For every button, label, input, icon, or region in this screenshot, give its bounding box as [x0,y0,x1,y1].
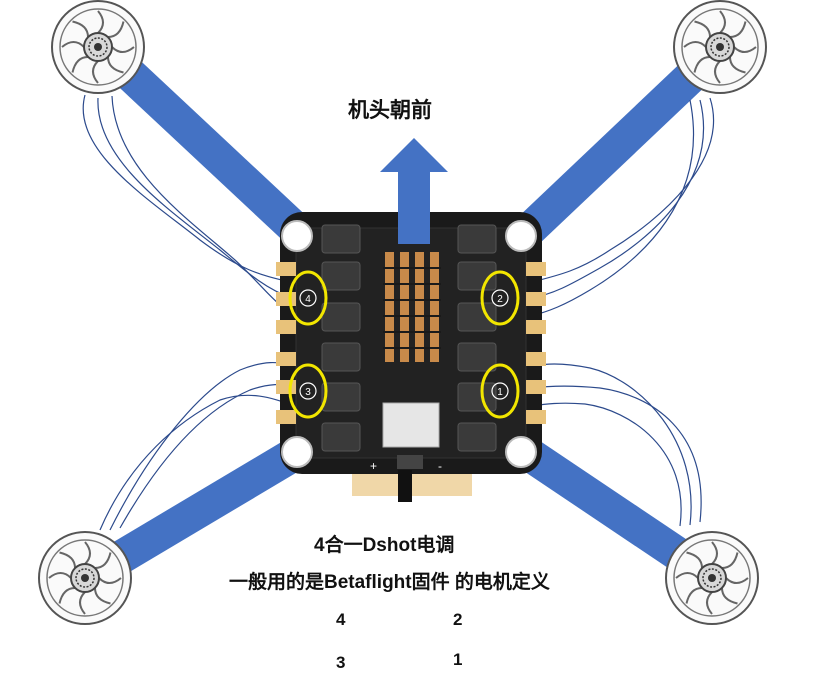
pad-highlight-3 [288,363,328,419]
pad-number-2: 2 [497,294,503,305]
motor-wires [82,94,715,531]
motor-order-bottom-right: 1 [453,650,463,669]
pad-highlight-2 [480,270,520,326]
arm-top-right [496,36,732,263]
motor-bottom-left [38,531,132,625]
motor-order-top-right: 2 [453,610,463,629]
motor-order-top-left: 4 [336,610,346,629]
pad-number-3: 3 [305,387,311,398]
pad-highlight-4 [288,270,328,326]
motor-pad-highlights: 4 2 3 1 [288,270,520,419]
esc-board: + - [276,212,546,502]
motor-top-right [673,0,767,94]
forward-arrow-icon [380,138,448,244]
motor-order-bottom-left: 3 [336,653,346,672]
motor-top-left [51,0,145,94]
pad-number-1: 1 [497,387,503,398]
motor-bottom-right [665,531,759,625]
heading-label: 机头朝前 [348,99,432,122]
board-minus-mark: - [438,459,442,473]
pad-highlight-1 [480,363,520,419]
pad-number-4: 4 [305,294,311,305]
caption-esc-type: 4合一Dshot电调 [314,535,455,556]
arm-top-left [91,36,330,263]
caption-firmware-note: 一般用的是Betaflight固件 的电机定义 [229,572,550,593]
board-plus-mark: + [370,459,377,473]
arm-bottom-left [79,425,327,592]
